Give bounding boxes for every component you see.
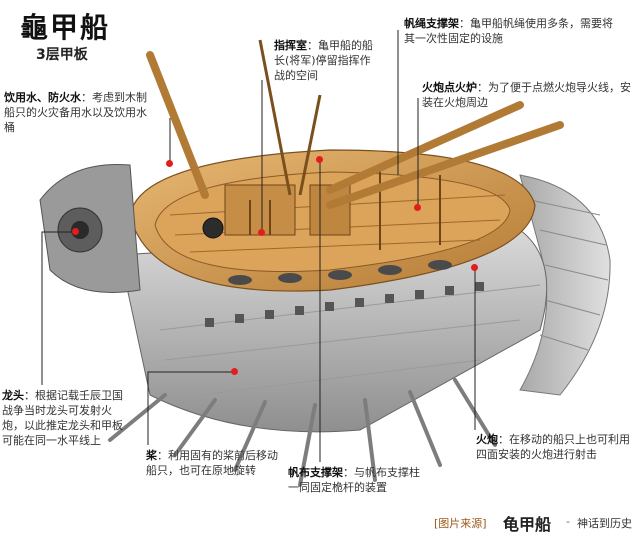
annotation-water-text: ：考虑到木制船只的火灾备用水以及饮用水桶 [4,91,147,134]
annotation-command-text: ：亀甲船的船长(将军)停留指挥作战的空间 [274,39,373,82]
command-marker [258,229,265,236]
rigging-marker [316,156,323,163]
footer-ship-name: 龟甲船 [503,515,552,534]
dragon-marker [72,228,79,235]
annotation-command: 指挥室：亀甲船的船长(将军)停留指挥作战的空间 [274,38,374,83]
annotation-mast-label: 帆布支撑架 [288,466,343,479]
image-source-label: [图片来源] [434,517,487,530]
annotation-water: 饮用水、防火水：考虑到木制船只的火灾备用水以及饮用水桶 [4,90,154,135]
stern [519,174,611,396]
annotation-rigging-label: 帆绳支撑架 [404,17,459,30]
annotation-oar-label: 桨 [146,449,157,462]
annotation-dragon-label: 龙头 [2,389,24,402]
annotation-command-label: 指挥室 [274,39,307,52]
annotation-rigging: 帆绳支撑架：亀甲船帆绳使用多条，需要将其一次性固定的设施 [404,16,614,46]
annotation-fuse-text: ：为了便于点燃火炮导火线，安装在火炮周边 [422,81,631,109]
fuse-marker [414,204,421,211]
cannon-marker [471,264,478,271]
command-cabin [224,184,296,236]
water-marker [166,160,173,167]
annotation-cannon: 火炮：在移动的船只上也可利用四面安装的火炮进行射击 [476,432,638,462]
annotation-cannon-label: 火炮 [476,433,498,446]
annotation-fuse-label: 火炮点火炉 [422,81,477,94]
annotation-dragon: 龙头：根据记载壬辰卫国战争当时龙头可发射火炮，以此推定龙头和甲板可能在同一水平线… [2,388,132,448]
annotation-oar-text: ：利用固有的桨前后移动船只，也可在原地旋转 [146,449,278,477]
annotation-dragon-text: ：根据记载壬辰卫国战争当时龙头可发射火炮，以此推定龙头和甲板可能在同一水平线上 [2,389,123,447]
annotation-fuse: 火炮点火炉：为了便于点燃火炮导火线，安装在火炮周边 [422,80,637,110]
footer-dash: - [566,515,570,528]
page-title: 龜甲船 [20,11,111,44]
annotation-mast-text: ：与帆布支撑柱一同固定桅杆的装置 [288,466,420,494]
oar-marker [231,368,238,375]
annotation-water-label: 饮用水、防火水 [4,91,81,104]
annotation-mast: 帆布支撑架：与帆布支撑柱一同固定桅杆的装置 [288,465,423,495]
annotation-oar: 桨：利用固有的桨前后移动船只，也可在原地旋转 [146,448,278,478]
deck-count-label: 3层甲板 [36,47,88,63]
footer-source-title: 神话到历史 [577,517,632,530]
annotation-rigging-text: ：亀甲船帆绳使用多条，需要将其一次性固定的设施 [404,17,613,45]
annotation-cannon-text: ：在移动的船只上也可利用四面安装的火炮进行射击 [476,433,630,461]
